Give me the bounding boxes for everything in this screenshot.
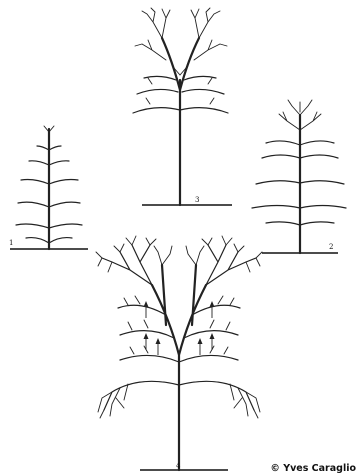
tree-1: 1: [9, 126, 88, 249]
copyright-notice: © Yves Caraglio: [270, 463, 356, 474]
tree-4: 4: [96, 236, 262, 470]
trunk-3: [162, 38, 199, 205]
tree-3: 3: [133, 8, 232, 205]
figure-label-3: 3: [195, 196, 199, 204]
figure-label-4: 4: [176, 462, 181, 470]
tree-2: 2: [252, 100, 346, 253]
figure-label-2: 2: [329, 243, 333, 251]
trunk-4: [152, 265, 206, 470]
figure-label-1: 1: [9, 239, 13, 247]
